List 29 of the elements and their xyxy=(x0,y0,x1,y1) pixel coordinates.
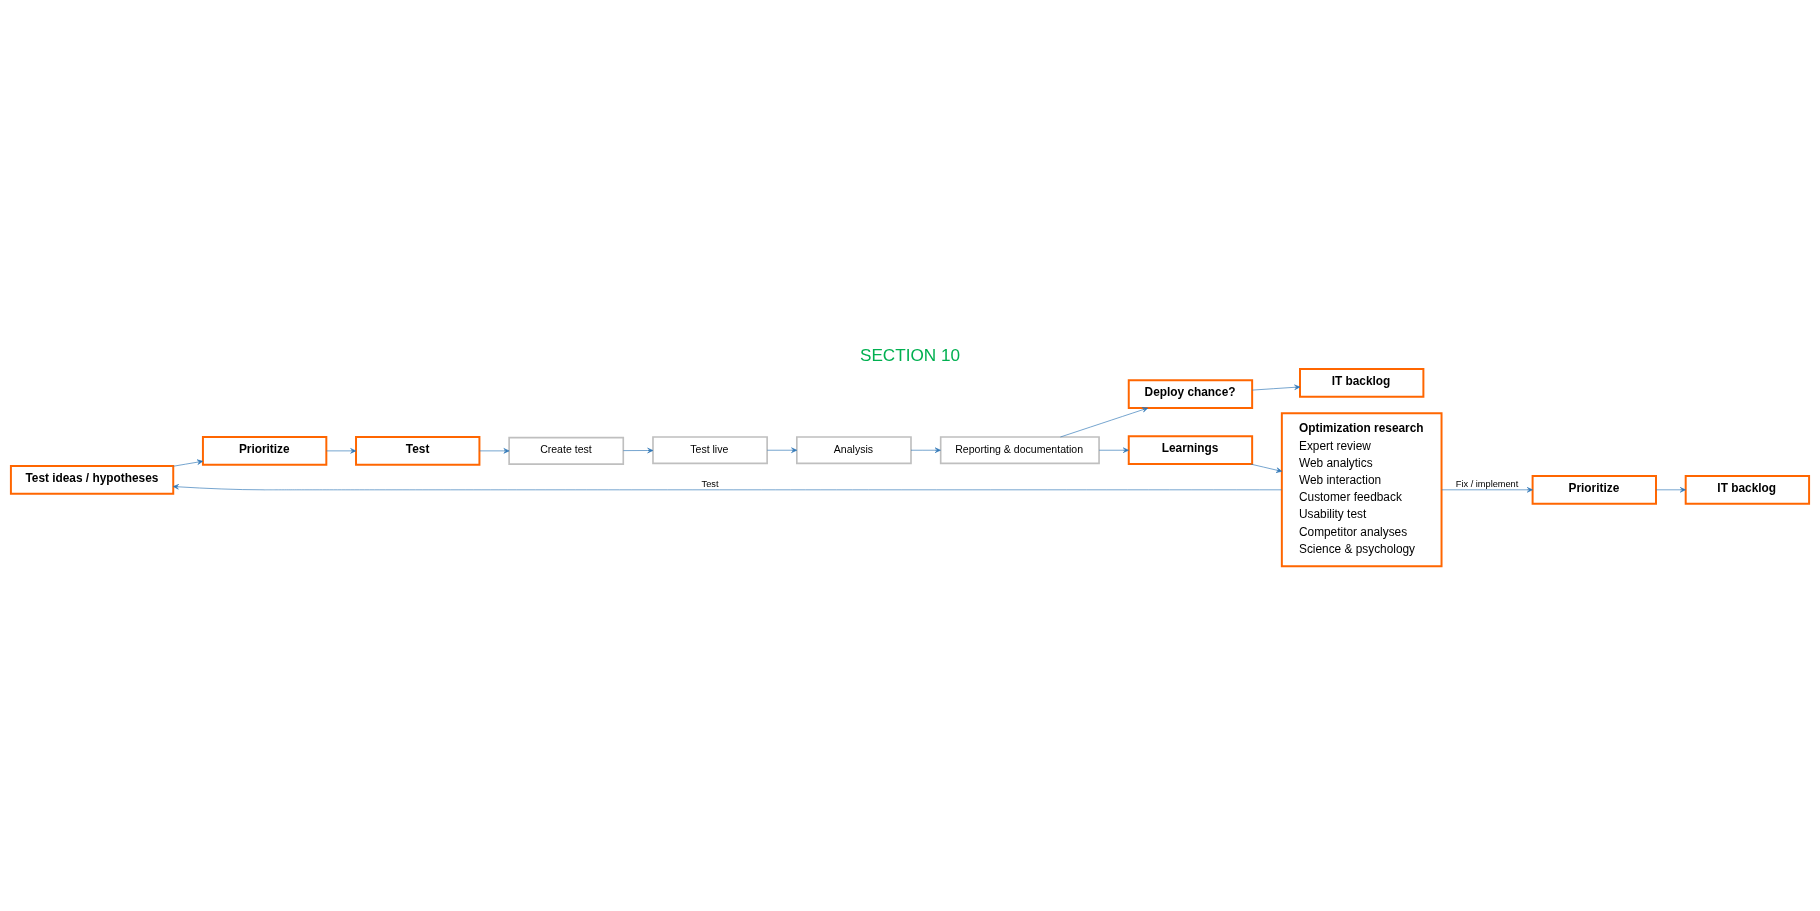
arrow xyxy=(173,459,204,467)
arrow xyxy=(1250,463,1283,473)
node-box: Create test xyxy=(508,436,625,465)
arrow xyxy=(623,447,654,454)
node-box: Analysis xyxy=(796,436,912,465)
arrow xyxy=(1655,487,1686,493)
arrow xyxy=(1060,407,1149,438)
arrow xyxy=(766,447,798,453)
arrow xyxy=(1098,447,1129,453)
node-box: Prioritize xyxy=(201,436,328,466)
edge-label: Fix / implement xyxy=(1455,479,1519,490)
node-box: IT backlog xyxy=(1684,474,1811,505)
node-box: Prioritize xyxy=(1531,474,1657,505)
arrow xyxy=(172,484,1283,491)
node-box: Test live xyxy=(652,436,768,465)
arrow xyxy=(910,447,941,453)
node-box: Learnings xyxy=(1127,435,1254,466)
node-box: IT backlog xyxy=(1299,368,1425,398)
arrow xyxy=(479,448,510,454)
node-box: Test ideas / hypotheses xyxy=(9,465,175,495)
node-box: Optimization research Expert review Web analytics Web interaction Customer feedback Usability test Competitor analyses Science & psychology xyxy=(1280,412,1443,568)
diagram-title: SECTION 10 xyxy=(859,345,961,365)
arrow xyxy=(1441,487,1533,493)
edge-label: Test xyxy=(701,479,719,490)
arrow xyxy=(1251,384,1301,391)
node-box: Deploy chance? xyxy=(1127,379,1254,409)
arrow xyxy=(326,448,357,454)
node-box: Test xyxy=(355,436,481,466)
node-box: Reporting & documentation xyxy=(939,436,1100,465)
